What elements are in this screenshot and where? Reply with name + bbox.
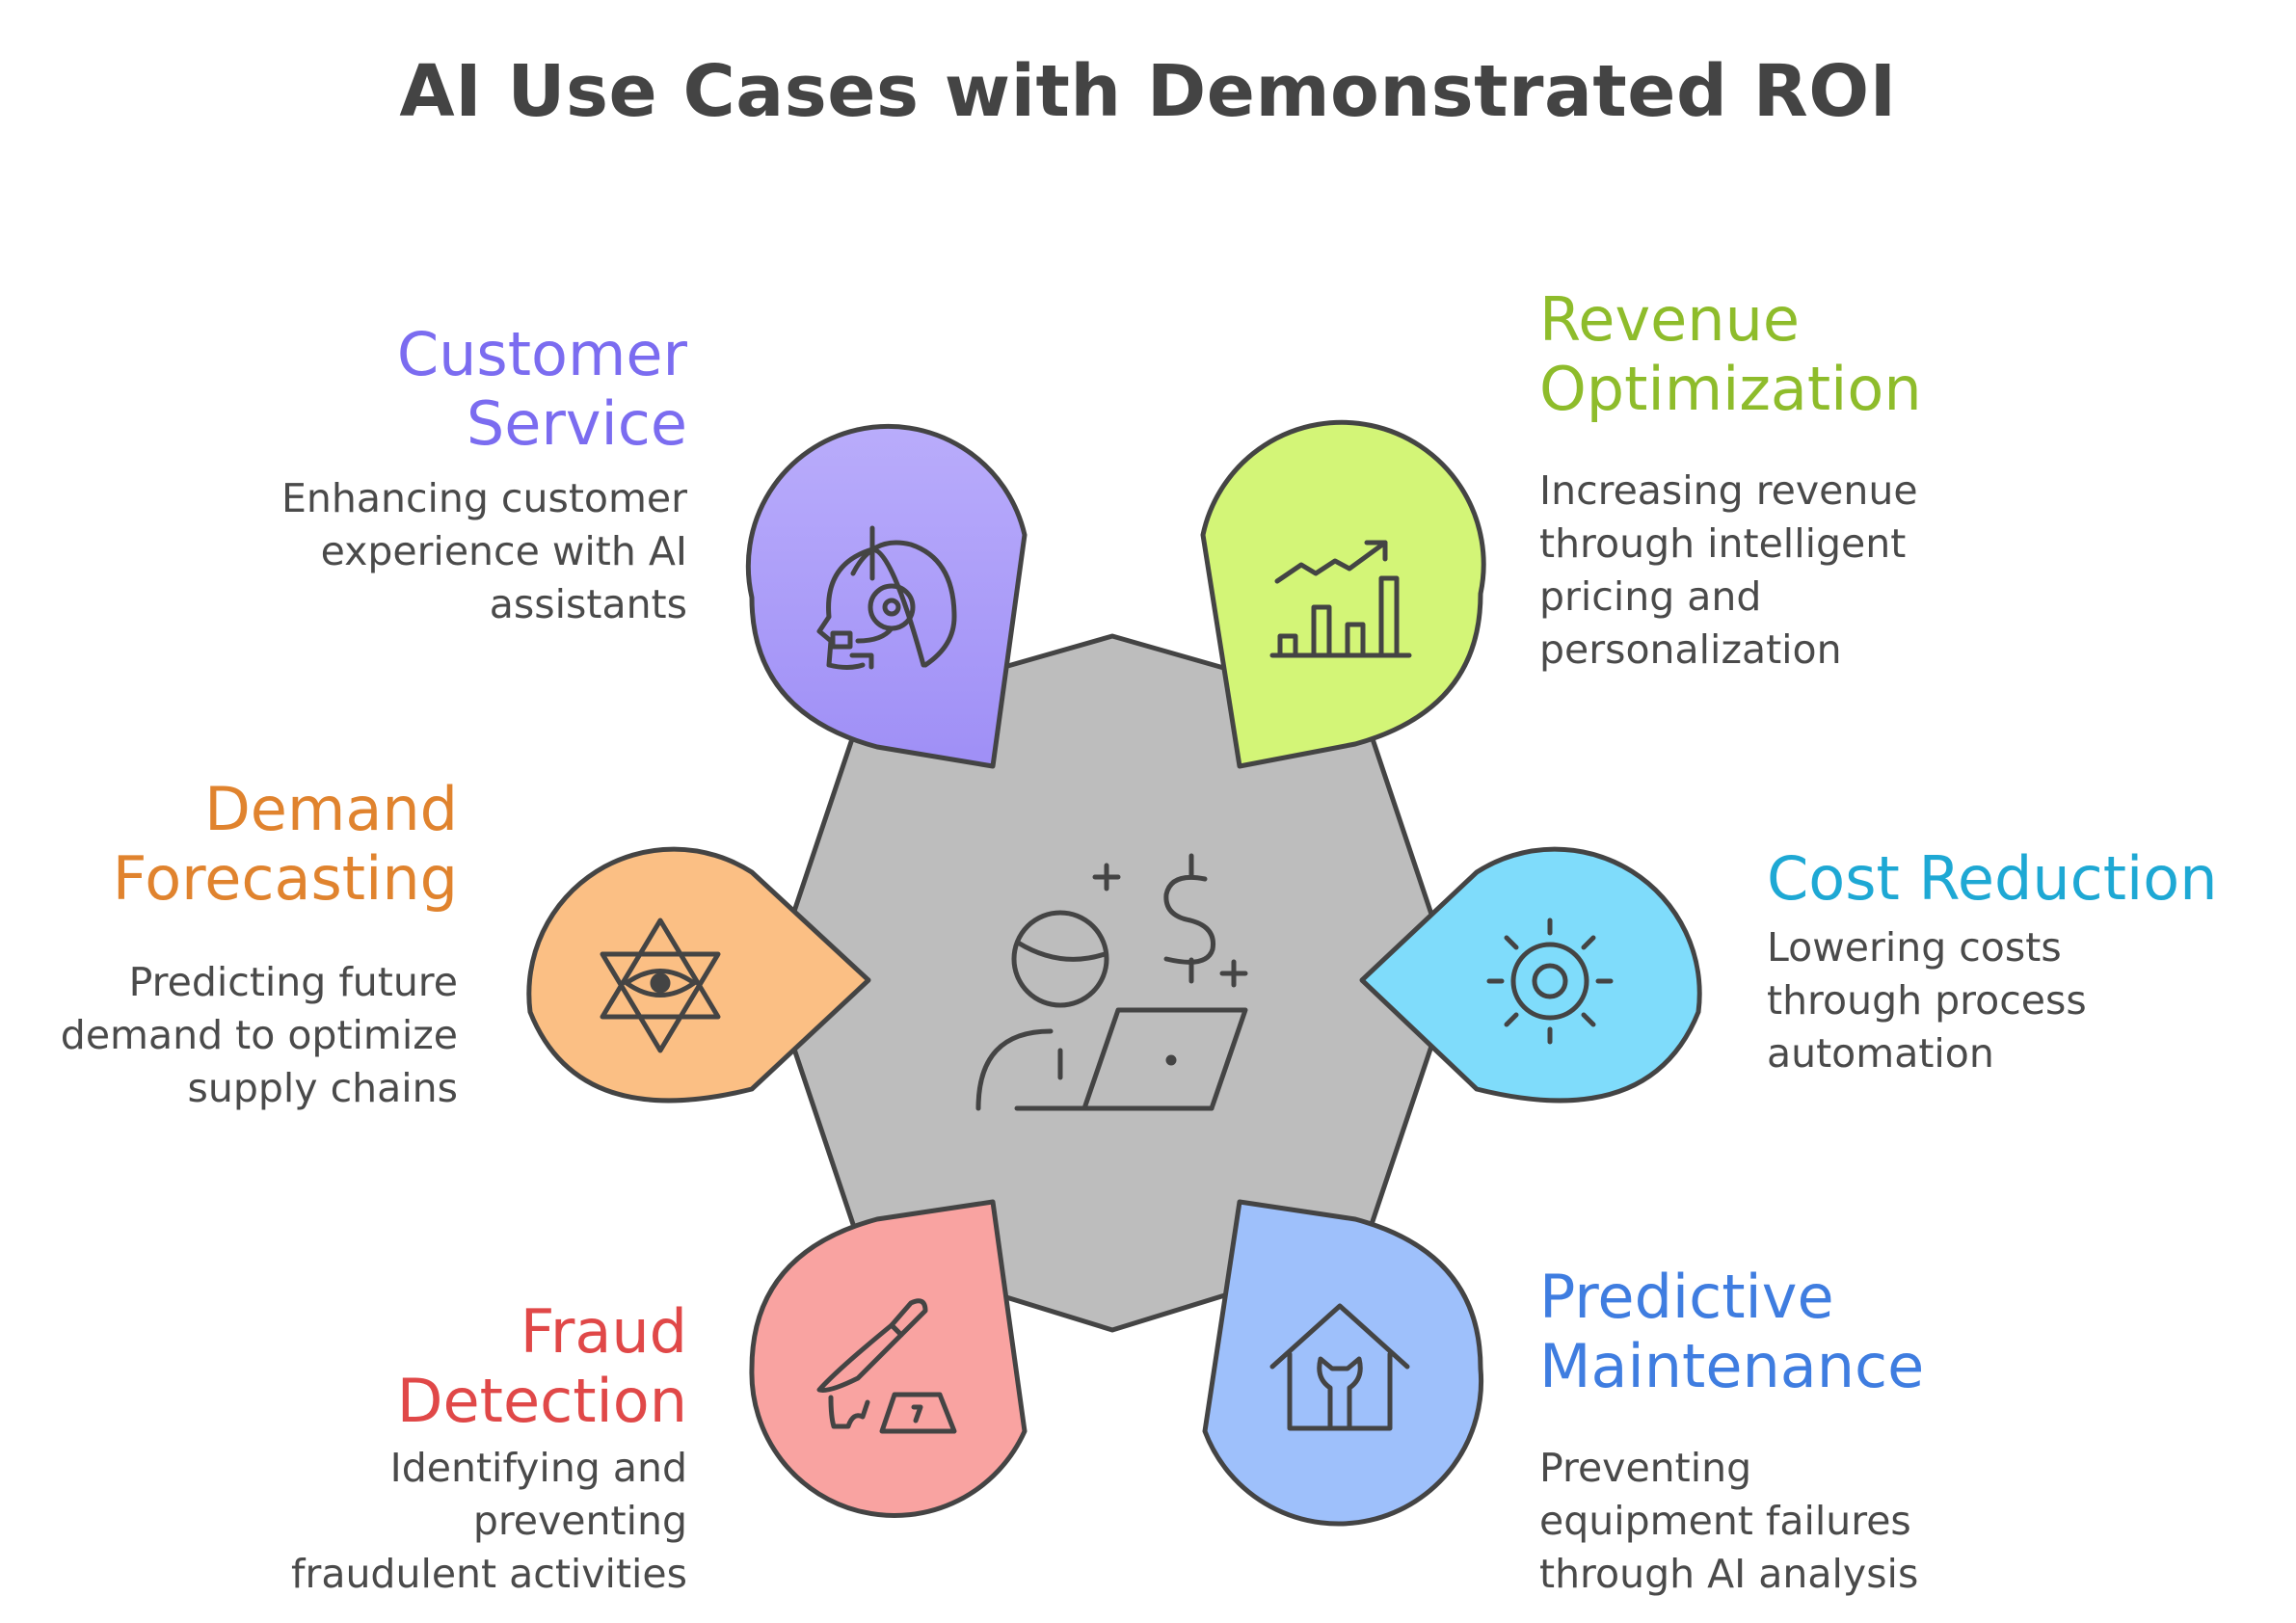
predictive-maintenance-petal <box>1202 1199 1484 1527</box>
revenue-optimization-petal <box>1200 419 1486 769</box>
predictive-maintenance-description: Preventing equipment failures through AI… <box>1539 1445 1919 1597</box>
knife-evidence-icon <box>816 1298 957 1434</box>
cost-reduction-heading: Cost Reduction <box>1767 843 2218 914</box>
demand-forecasting-petal <box>526 846 871 1104</box>
headset-agent-icon <box>816 525 957 670</box>
demand-forecasting-heading: Demand Forecasting <box>112 774 458 914</box>
customer-service-heading: Customer Service <box>396 319 687 459</box>
center-hexagon <box>768 633 1456 1333</box>
customer-service-block: Customer Service Enhancing customer expe… <box>147 320 687 631</box>
fraud-detection-description: Identifying and preventing fraudulent ac… <box>291 1445 687 1597</box>
revenue-optimization-description: Increasing revenue through intelligent p… <box>1539 467 1918 673</box>
fraud-detection-heading: Fraud Detection <box>396 1296 687 1436</box>
diagram-title: AI Use Cases with Demonstrated ROI <box>399 50 1897 133</box>
person-laptop-dollar-icon <box>975 853 1248 1111</box>
customer-service-petal <box>745 423 1028 769</box>
house-wrench-icon <box>1269 1303 1410 1431</box>
cost-reduction-petal <box>1359 846 1702 1104</box>
gear-icon <box>1486 918 1614 1045</box>
cost-reduction-description: Lowering costs through process automatio… <box>1767 924 2087 1077</box>
demand-forecasting-description: Predicting future demand to optimize sup… <box>60 959 458 1111</box>
cost-reduction-block: Cost Reduction Lowering costs through pr… <box>1767 844 2287 1080</box>
fraud-detection-block: Fraud Detection Identifying and preventi… <box>147 1297 687 1601</box>
fraud-detection-petal <box>749 1199 1028 1518</box>
growth-chart-icon <box>1269 540 1412 658</box>
demand-forecasting-block: Demand Forecasting Predicting future dem… <box>0 775 458 1115</box>
star-eye-icon <box>600 918 721 1053</box>
revenue-optimization-block: Revenue Optimization Increasing revenue … <box>1539 285 2079 677</box>
predictive-maintenance-block: Predictive Maintenance Preventing equipm… <box>1539 1263 2079 1601</box>
customer-service-description: Enhancing customer experience with AI as… <box>280 475 687 627</box>
revenue-optimization-heading: Revenue Optimization <box>1539 284 1922 424</box>
predictive-maintenance-heading: Predictive Maintenance <box>1539 1262 1925 1401</box>
